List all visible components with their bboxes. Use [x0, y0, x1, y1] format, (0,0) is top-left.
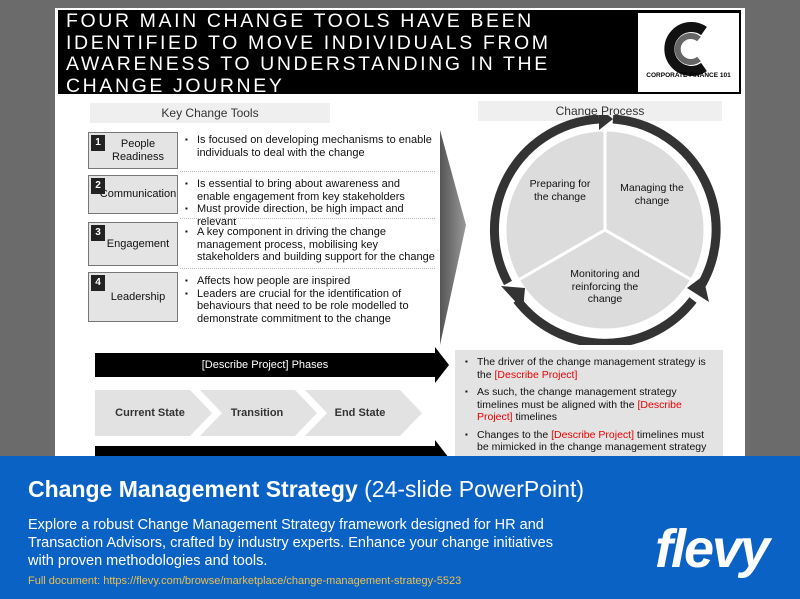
- phase-chevrons: [95, 390, 422, 436]
- tool-name: Engagement: [106, 237, 170, 250]
- chevron-shape: [200, 390, 317, 436]
- note-item: Changes to the [Describe Project] timeli…: [465, 429, 713, 454]
- document-link[interactable]: Full document: https://flevy.com/browse/…: [28, 575, 462, 587]
- chevron-shape: [95, 390, 212, 436]
- tool-number: 1: [91, 135, 105, 151]
- tool-number: 3: [91, 225, 105, 241]
- tool-description-2: Is essential to bring about awareness an…: [185, 178, 435, 228]
- divider: [180, 268, 435, 269]
- tool-name: Communication: [99, 188, 177, 200]
- phase-current-state: Current State: [115, 406, 185, 419]
- process-header: Change Process: [478, 101, 722, 121]
- tool-description-3: A key component in driving the change ma…: [185, 226, 435, 264]
- tool-number: 4: [91, 275, 105, 291]
- tool-name: People Readiness: [112, 137, 164, 163]
- cycle-segment-preparing: [503, 128, 607, 283]
- divider: [180, 171, 435, 172]
- bullet: Leaders are crucial for the identificati…: [185, 288, 435, 326]
- process-step-managing: Managing the change: [620, 182, 684, 207]
- bullet: Must provide direction, be high impact a…: [185, 203, 435, 228]
- divider: [180, 218, 435, 219]
- tool-name: Leadership: [110, 290, 166, 303]
- change-process-cycle: [489, 115, 721, 345]
- process-step-monitoring: Monitoring and reinforcing the change: [570, 268, 640, 305]
- cycle-arrow-icon: [513, 297, 697, 345]
- promo-banner: Change Management Strategy (24-slide Pow…: [0, 456, 800, 599]
- cycle-arrow-icon: [489, 115, 600, 286]
- note-item: As such, the change management strategy …: [465, 386, 713, 424]
- tool-number: 2: [91, 178, 105, 194]
- notes-box: The driver of the change management stra…: [455, 350, 723, 458]
- title-bar: [58, 10, 741, 94]
- chevron-shape: [305, 390, 422, 436]
- big-chevron-arrow-icon: [440, 130, 466, 345]
- logo-c-icon: [663, 22, 707, 76]
- cycle-segment-managing: [603, 128, 707, 283]
- flevy-logo: flevy: [655, 519, 770, 579]
- phases-bar: [Describe Project] Phases: [95, 347, 449, 383]
- note-item: The driver of the change management stra…: [465, 356, 713, 381]
- banner-title: Change Management Strategy (24-slide Pow…: [28, 476, 585, 502]
- cycle-segment-monitoring: [516, 228, 694, 332]
- logo: CORPORATE FINANCE 101: [638, 13, 739, 92]
- bullet: Is essential to bring about awareness an…: [185, 178, 435, 203]
- process-step-preparing: Preparing for the change: [529, 178, 591, 203]
- phase-end-state: End State: [334, 406, 386, 419]
- bullet: Affects how people are inspired: [185, 275, 435, 288]
- logo-text: CORPORATE FINANCE 101: [646, 72, 731, 79]
- bullet: A key component in driving the change ma…: [185, 226, 435, 264]
- phase-transition: Transition: [230, 406, 284, 419]
- banner-description: Explore a robust Change Management Strat…: [28, 517, 553, 569]
- slide-title: FOUR MAIN CHANGE TOOLS HAVE BEEN IDENTIF…: [66, 10, 551, 97]
- tool-description-4: Affects how people are inspiredLeaders a…: [185, 275, 435, 325]
- key-tools-header: Key Change Tools: [90, 103, 330, 123]
- tool-description-1: Is focused on developing mechanisms to e…: [185, 134, 435, 159]
- bullet: Is focused on developing mechanisms to e…: [185, 134, 435, 159]
- tool-box-1: 1 People Readiness: [88, 132, 178, 169]
- cycle-arrow-icon: [612, 115, 721, 295]
